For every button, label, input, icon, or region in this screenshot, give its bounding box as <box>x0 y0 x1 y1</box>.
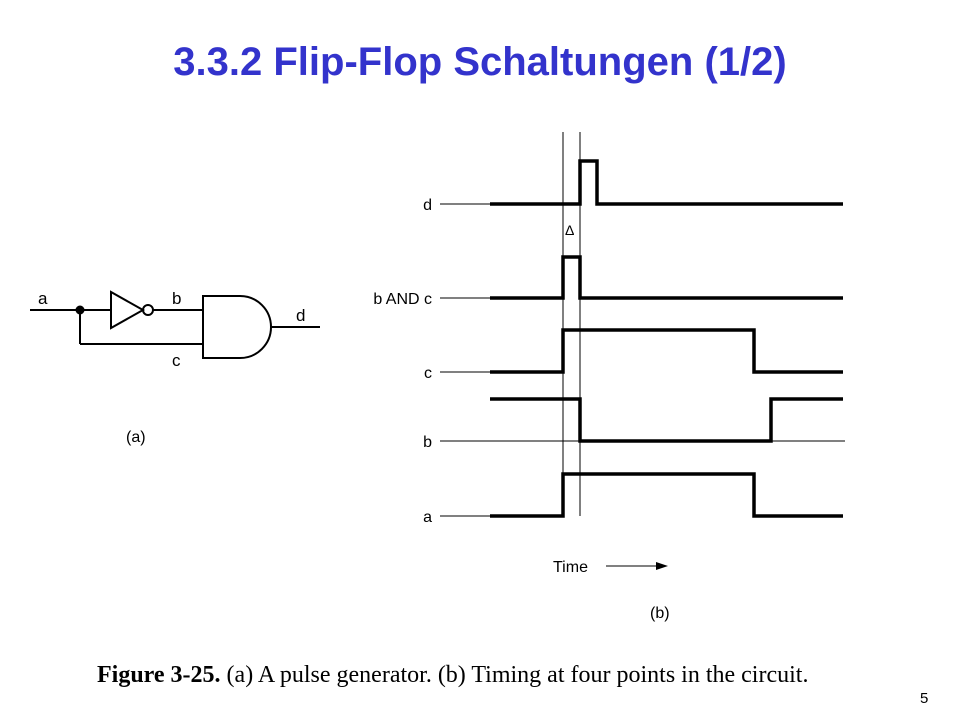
circuit-label-d: d <box>296 306 305 325</box>
figure-caption: Figure 3-25. (a) A pulse generator. (b) … <box>97 662 917 689</box>
timing-part-label: (b) <box>650 605 670 622</box>
and-gate-symbol <box>202 295 272 359</box>
waveform-d <box>490 159 843 206</box>
time-axis-label: Time <box>553 559 588 576</box>
timing-label-c: c <box>424 365 432 382</box>
inverter-symbol <box>110 290 146 330</box>
page-number: 5 <box>920 690 929 707</box>
waveform-a <box>490 472 843 518</box>
caption-text: (a) A pulse generator. (b) Timing at fou… <box>226 662 809 688</box>
timing-label-d: d <box>423 197 432 214</box>
circuit-label-b: b <box>172 289 181 308</box>
timing-diagram <box>440 132 845 570</box>
delta-label: Δ <box>565 222 574 238</box>
caption-figure-label: Figure 3-25. <box>97 662 221 688</box>
circuit-part-label: (a) <box>126 429 146 446</box>
circuit-label-a: a <box>38 289 48 308</box>
pulse-generator-circuit <box>30 290 320 359</box>
timing-label-b-and-c: b AND c <box>373 291 432 308</box>
timing-label-b: b <box>423 434 432 451</box>
time-arrow-head <box>656 562 668 570</box>
waveform-b-and-c <box>490 255 843 300</box>
slide-title: 3.3.2 Flip-Flop Schaltungen (1/2) <box>173 40 787 84</box>
waveform-c <box>490 328 843 374</box>
timing-label-a: a <box>423 509 432 526</box>
circuit-label-c: c <box>172 351 181 370</box>
waveform-b <box>490 397 843 443</box>
